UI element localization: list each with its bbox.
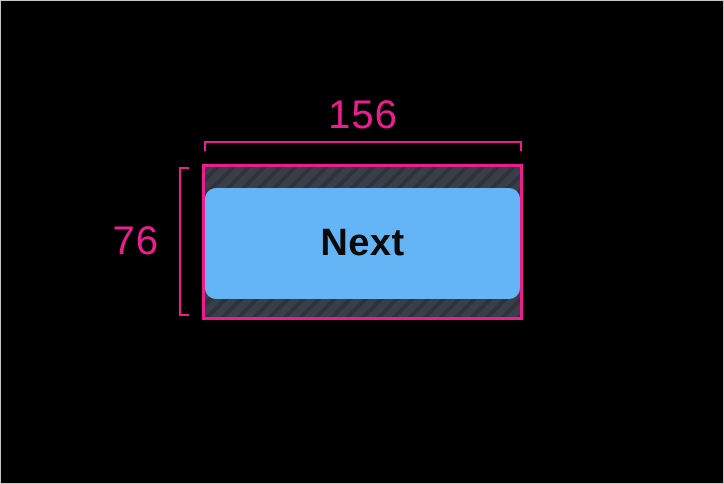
height-dimension-label: 76 [112, 219, 159, 263]
width-dimension-label: 156 [328, 93, 398, 137]
selection-bounds: Next [202, 164, 523, 320]
next-button[interactable]: Next [205, 188, 520, 299]
width-dimension-bracket [204, 141, 522, 151]
height-dimension-bracket [179, 167, 189, 316]
